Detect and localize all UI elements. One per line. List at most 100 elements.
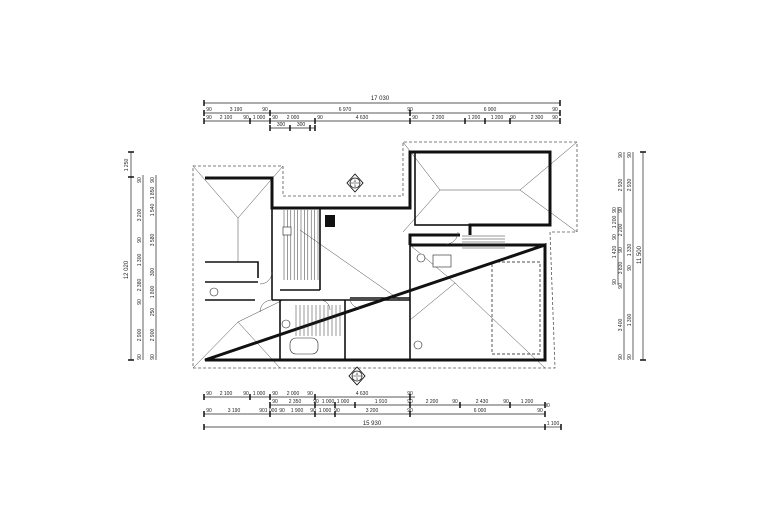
dim-label: 90 — [137, 354, 143, 360]
dim-label: 90 — [627, 265, 633, 271]
dim-label: 90 — [552, 107, 558, 113]
dim-label: 3 190 — [228, 408, 241, 414]
dim-label: 1 900 — [291, 408, 304, 414]
dim-label: 1 200 — [521, 399, 534, 405]
cooktop-icon — [282, 226, 292, 236]
dim-label: 1 330 — [627, 244, 633, 257]
overall-bottom-label: 15 930 — [363, 421, 382, 427]
dim-label: 90 — [137, 177, 143, 183]
dim-label: 6 000 — [474, 408, 487, 414]
dim-label: 1 850 — [150, 187, 156, 200]
dim-label: 1 300 — [137, 254, 143, 267]
dim-label: 300 — [297, 122, 306, 128]
dim-label: 1 000 — [337, 399, 350, 405]
dim-label: 300 — [150, 268, 156, 277]
dim-label: 90 — [627, 354, 633, 360]
garage-parking-outline — [491, 261, 541, 355]
dim-label: 90 — [627, 152, 633, 158]
dim-label: 1 300 — [627, 314, 633, 327]
laundry-tub-icon — [413, 340, 423, 350]
dim-label: 90 — [407, 408, 413, 414]
dim-label: 90 — [407, 391, 413, 397]
dim-label: 1 200 — [468, 115, 481, 121]
section-marker-sheet: 5 — [354, 184, 356, 188]
dim-label: 1 200 — [612, 216, 618, 229]
dim-label: 2 100 — [220, 391, 233, 397]
toilet-icon — [281, 319, 291, 329]
dim-label: 3 190 — [230, 107, 243, 113]
dim-label: 2 380 — [137, 279, 143, 292]
upper-right-room — [414, 151, 551, 226]
dim-label: 1 000 — [253, 391, 266, 397]
dim-label: 1 420 — [612, 246, 618, 259]
dim-label: 90 — [137, 237, 143, 243]
dim-label: 90 — [272, 115, 278, 121]
dim-label: 90 — [307, 391, 313, 397]
dim-label: 3 580 — [150, 234, 156, 247]
section-marker-sheet: 5 — [356, 377, 358, 381]
dim-label: 90 — [206, 408, 212, 414]
left-dimensions: 12 020 1 250 90 3 200 90 1 300 2 380 90 … — [124, 151, 157, 361]
dim-label: 90 — [206, 107, 212, 113]
right-dimensions: 11 500 90 2 930 90 2 200 90 3 830 90 3 4… — [612, 151, 646, 361]
dim-label: 90 — [272, 391, 278, 397]
dim-label: 2 000 — [287, 115, 300, 121]
dim-label: 90 — [137, 299, 143, 305]
toilet-icon — [209, 287, 219, 297]
dim-label: 300 — [277, 122, 286, 128]
right-overall-label: 11 500 — [637, 245, 643, 264]
door-swings — [259, 231, 459, 313]
dim-label: 1 800 — [150, 286, 156, 299]
dim-label: 90 — [259, 408, 265, 414]
dim-label: 90 — [510, 115, 516, 121]
entry-steps — [462, 235, 505, 249]
garage-label-box — [432, 254, 452, 268]
section-marker-letter: A — [354, 179, 357, 183]
dim-label: 250 — [150, 308, 156, 317]
section-marker: A 5 — [348, 366, 366, 386]
top-dimensions: 17 030 90 3 190 90 6 970 90 6 900 90 90 … — [203, 96, 561, 131]
dim-label: 2 350 — [289, 399, 302, 405]
dim-label: 2 430 — [476, 399, 489, 405]
dim-label: 1 200 — [491, 115, 504, 121]
left-overall-label: 12 020 — [124, 260, 130, 279]
fridge-icon — [325, 215, 335, 227]
overall-width-label: 17 030 — [371, 96, 390, 102]
dim-label: 90 — [618, 283, 624, 289]
dim-label: 90 — [262, 107, 268, 113]
dim-label: 90 — [279, 408, 285, 414]
bottom-dimensions: 15 930 1 100 90 2 100 90 1 000 90 2 000 … — [203, 391, 562, 430]
dim-label: 90 — [618, 247, 624, 253]
dim-label: 2 200 — [618, 224, 624, 237]
bathtub — [289, 337, 319, 355]
dim-label: 2 200 — [426, 399, 439, 405]
staircase — [283, 210, 341, 336]
dim-label: 2 900 — [150, 329, 156, 342]
dim-label: 2 300 — [531, 115, 544, 121]
dim-label: 90 — [272, 399, 278, 405]
dim-label: 3 200 — [366, 408, 379, 414]
dim-label: 90 — [537, 408, 543, 414]
dim-label: 3 200 — [137, 209, 143, 222]
dim-label: 90 — [452, 399, 458, 405]
dim-label: 2 200 — [432, 115, 445, 121]
dim-label: 90 — [150, 177, 156, 183]
dim-label: 1 000 — [322, 399, 335, 405]
dim-label: 90 — [243, 391, 249, 397]
dim-label: 90 — [612, 279, 618, 285]
dim-label: 2 930 — [627, 179, 633, 192]
dim-label: 90 — [206, 391, 212, 397]
exterior-walls — [204, 150, 552, 362]
dim-label: 90 — [150, 354, 156, 360]
dim-label: 1 000 — [265, 408, 278, 414]
dim-label: 90 — [503, 399, 509, 405]
dim-label: 2 100 — [220, 115, 233, 121]
dim-label: 90 — [544, 403, 550, 409]
dim-label: 1 910 — [375, 399, 388, 405]
section-marker-letter: A — [356, 372, 359, 376]
dim-label: 90 — [612, 234, 618, 240]
dim-label: 3 830 — [618, 262, 624, 275]
dim-label: 90 — [552, 115, 558, 121]
dim-label: 2 930 — [618, 179, 624, 192]
